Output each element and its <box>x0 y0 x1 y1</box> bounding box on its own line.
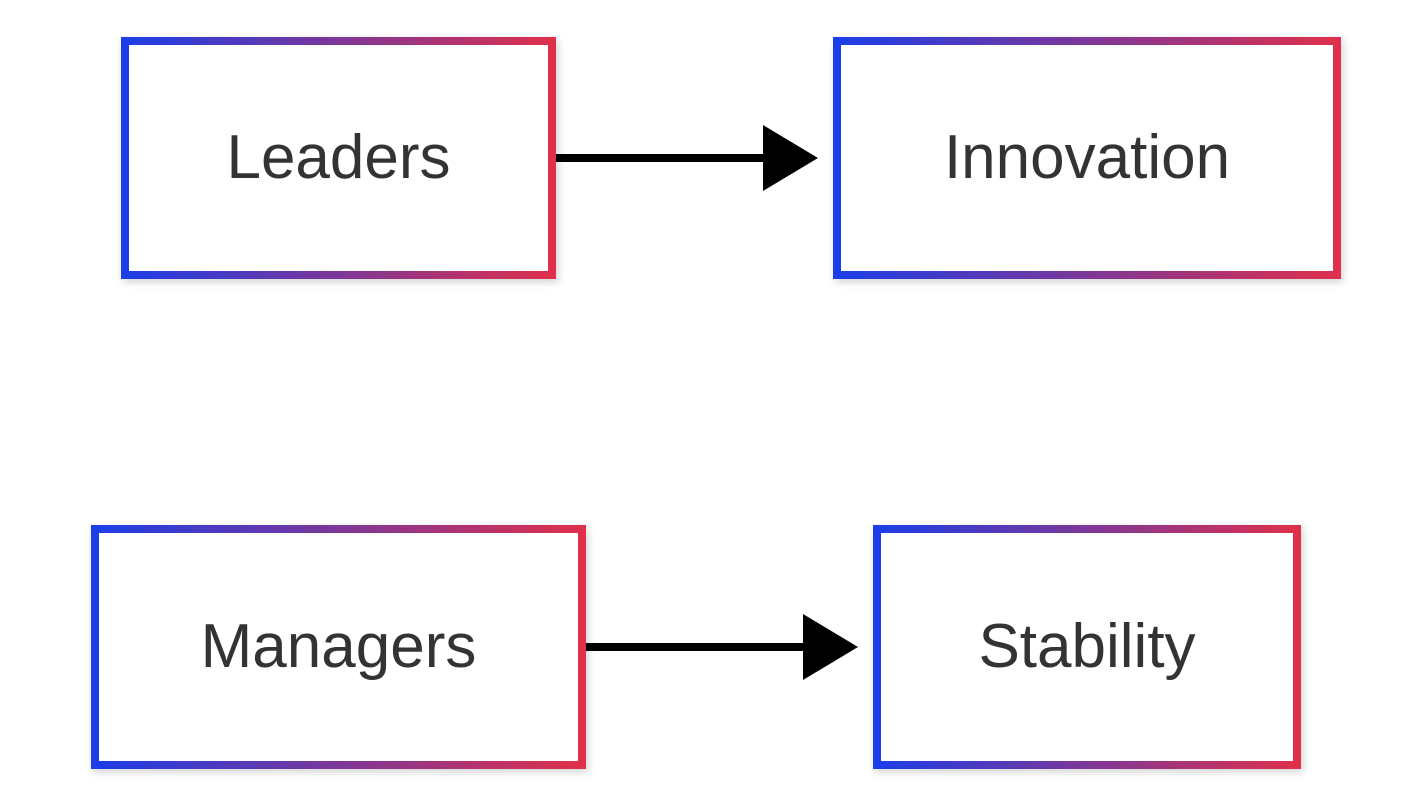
edge-leaders-innovation <box>556 125 818 191</box>
node-label-managers: Managers <box>200 612 477 681</box>
node-label-leaders: Leaders <box>226 123 451 192</box>
edge-managers-stability <box>586 614 858 680</box>
node-innovation: Innovation <box>833 37 1341 279</box>
arrowhead-innovation-icon <box>763 125 818 191</box>
node-label-innovation: Innovation <box>943 123 1231 192</box>
node-managers: Managers <box>91 525 586 769</box>
node-label-stability: Stability <box>978 612 1196 681</box>
node-leaders: Leaders <box>121 37 556 279</box>
arrowhead-stability-icon <box>803 614 858 680</box>
node-stability: Stability <box>873 525 1301 769</box>
